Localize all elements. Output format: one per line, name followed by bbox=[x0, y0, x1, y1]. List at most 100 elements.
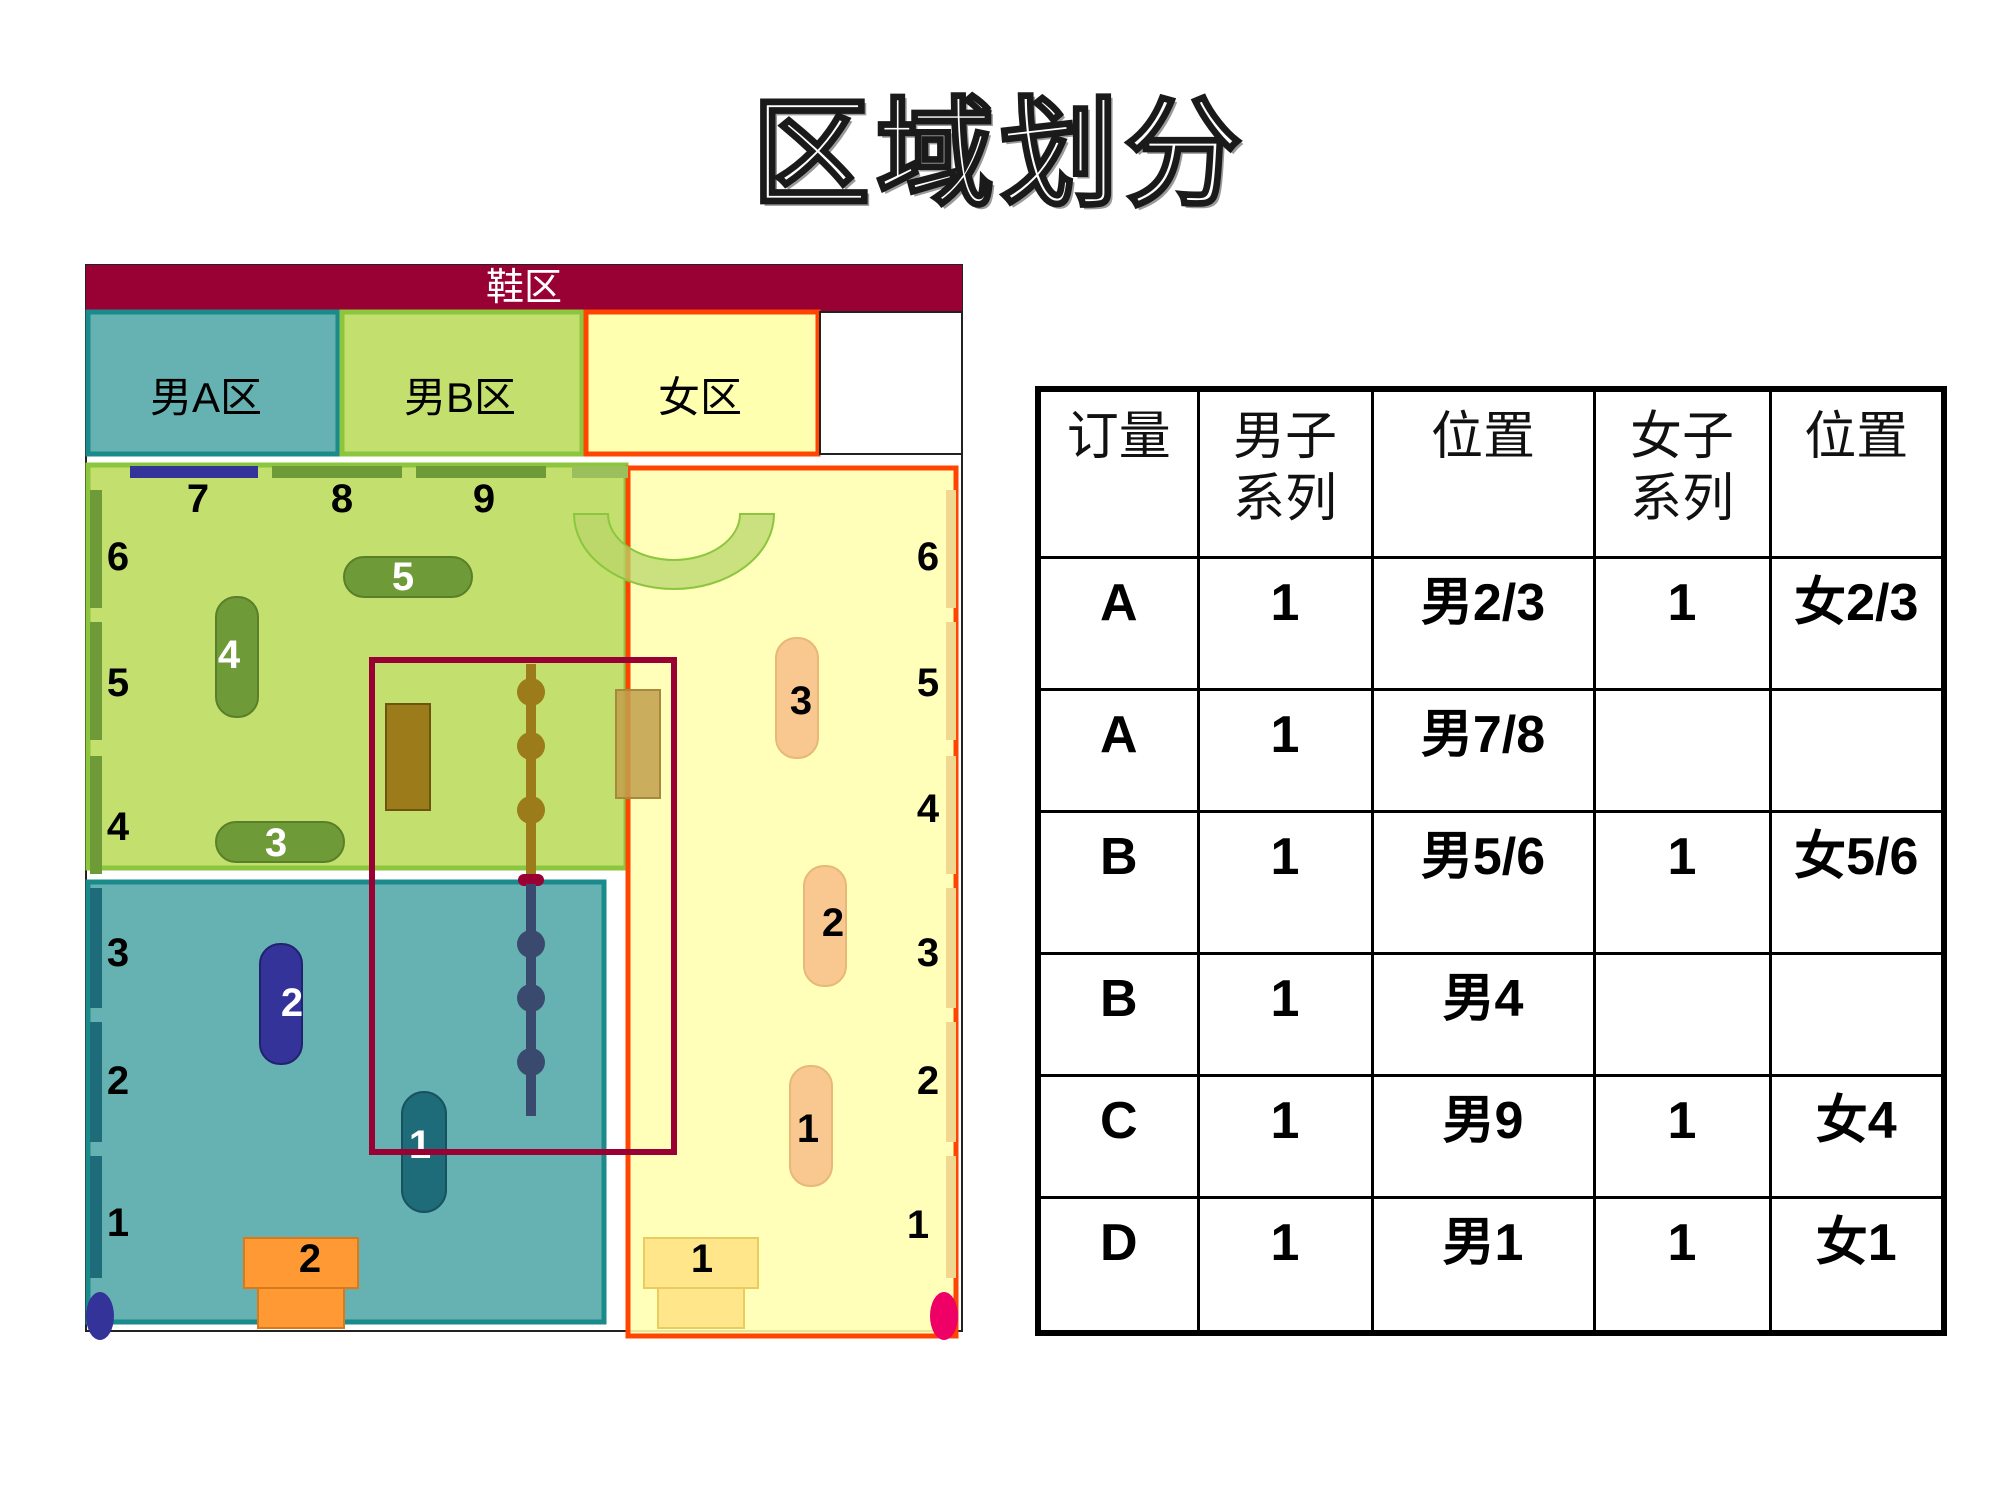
cell-grade: C bbox=[1036, 1073, 1200, 1199]
cell-men-position: 男5/6 bbox=[1370, 809, 1596, 955]
women-table-1 bbox=[789, 1065, 833, 1187]
cell-grade: B bbox=[1036, 951, 1200, 1077]
men-a-zone-box bbox=[85, 309, 341, 457]
cell-grade: B bbox=[1036, 809, 1200, 955]
header-order-quantity: 订量 bbox=[1036, 387, 1200, 559]
cell-women-series: 1 bbox=[1592, 1195, 1772, 1335]
right-wall-number-6: 6 bbox=[917, 535, 939, 579]
men-a-table-1-label: 1 bbox=[409, 1123, 431, 1167]
top-wall-number-7: 7 bbox=[187, 477, 209, 521]
header-men-position: 位置 bbox=[1370, 387, 1596, 559]
left-wall-shelf-5 bbox=[90, 622, 102, 740]
rack-junction bbox=[518, 874, 544, 886]
order-table-container: 订量 男子 系列 位置 女子 系列 位置 A 1 男2/3 1 女2/3 A 1… bbox=[1035, 386, 1947, 1336]
men-b-table-5 bbox=[343, 556, 473, 598]
right-wall-number-3: 3 bbox=[917, 931, 939, 975]
table-header-row: 订量 男子 系列 位置 女子 系列 位置 bbox=[1036, 387, 1946, 559]
left-wall-number-5: 5 bbox=[107, 661, 129, 705]
cell-men-position: 男2/3 bbox=[1370, 555, 1596, 691]
women-zone-area bbox=[625, 465, 959, 1339]
cell-women-position: 女1 bbox=[1768, 1195, 1946, 1335]
women-zone-box bbox=[583, 309, 821, 457]
rack-hook bbox=[517, 796, 545, 824]
cell-men-position: 男1 bbox=[1370, 1195, 1596, 1335]
left-wall-shelf-2 bbox=[90, 1022, 102, 1142]
table-row: C 1 男9 1 女4 bbox=[1036, 1073, 1946, 1199]
cell-men-series: 1 bbox=[1196, 951, 1374, 1077]
right-wall-number-4: 4 bbox=[917, 787, 940, 831]
pink-entrance-dot bbox=[930, 1292, 958, 1340]
top-wall-number-9: 9 bbox=[473, 477, 495, 521]
men-b-zone-area bbox=[85, 462, 629, 871]
right-wall-shelf-2 bbox=[946, 1022, 956, 1142]
blank-zone-box bbox=[819, 311, 963, 455]
cell-men-series: 1 bbox=[1196, 1073, 1374, 1199]
cell-women-series bbox=[1592, 951, 1772, 1077]
left-wall-shelf-1 bbox=[90, 1156, 102, 1278]
rack-hook bbox=[517, 930, 545, 958]
header-women-series: 女子 系列 bbox=[1592, 387, 1772, 559]
cell-men-series: 1 bbox=[1196, 1195, 1374, 1335]
women-entrance-counter-base bbox=[657, 1287, 745, 1329]
cell-women-series bbox=[1592, 687, 1772, 813]
cell-women-series: 1 bbox=[1592, 809, 1772, 955]
right-wall-shelf-3 bbox=[946, 888, 956, 1008]
header-men-series: 男子 系列 bbox=[1196, 387, 1374, 559]
cell-women-position bbox=[1768, 687, 1946, 813]
men-b-table-3-label: 3 bbox=[265, 821, 287, 865]
shoe-area-band bbox=[86, 265, 962, 311]
cell-men-series: 1 bbox=[1196, 555, 1374, 691]
cell-men-position: 男9 bbox=[1370, 1073, 1596, 1199]
men-entrance-counter bbox=[243, 1237, 359, 1289]
top-wall-number-8: 8 bbox=[331, 477, 353, 521]
cell-grade: A bbox=[1036, 687, 1200, 813]
left-wall-shelf-3 bbox=[90, 888, 102, 1008]
right-wall-shelf-4 bbox=[946, 756, 956, 874]
table-row: A 1 男7/8 bbox=[1036, 687, 1946, 813]
right-wall-shelf-1 bbox=[946, 1156, 956, 1278]
men-entrance-counter-base bbox=[257, 1287, 345, 1329]
right-wall-number-2: 2 bbox=[917, 1059, 939, 1103]
header-women-position: 位置 bbox=[1768, 387, 1946, 559]
shoe-area-label: 鞋区 bbox=[486, 267, 562, 309]
men-b-table-4-label: 4 bbox=[218, 633, 241, 677]
rack-hook bbox=[517, 732, 545, 760]
right-wall-number-5: 5 bbox=[917, 661, 939, 705]
men-b-table-5-label: 5 bbox=[392, 555, 414, 599]
clothes-rack-icon bbox=[517, 664, 545, 1116]
table-row: B 1 男4 bbox=[1036, 951, 1946, 1077]
navy-entrance-dot bbox=[86, 1292, 114, 1340]
left-wall-number-3: 3 bbox=[107, 931, 129, 975]
table-row: A 1 男2/3 1 女2/3 bbox=[1036, 555, 1946, 691]
table-row: B 1 男5/6 1 女5/6 bbox=[1036, 809, 1946, 955]
men-a-table-2-label: 2 bbox=[281, 981, 303, 1025]
fitting-room-arc bbox=[572, 513, 776, 590]
left-wall-shelf-6 bbox=[90, 490, 102, 608]
cell-women-position: 女2/3 bbox=[1768, 555, 1946, 691]
top-wall-shelf-7 bbox=[130, 466, 258, 478]
cell-men-position: 男7/8 bbox=[1370, 687, 1596, 813]
cell-women-series: 1 bbox=[1592, 555, 1772, 691]
left-wall-number-2: 2 bbox=[107, 1059, 129, 1103]
rack-pole-upper bbox=[526, 664, 536, 880]
left-wall-number-6: 6 bbox=[107, 535, 129, 579]
cell-men-series: 1 bbox=[1196, 809, 1374, 955]
women-table-3 bbox=[775, 637, 819, 759]
top-wall-shelf-8 bbox=[272, 466, 402, 478]
rack-hook bbox=[517, 678, 545, 706]
right-wall-shelf-5 bbox=[946, 622, 956, 740]
cell-women-series: 1 bbox=[1592, 1073, 1772, 1199]
rack-hook bbox=[517, 1048, 545, 1076]
cell-grade: A bbox=[1036, 555, 1200, 691]
men-entrance-counter-label: 2 bbox=[299, 1237, 321, 1281]
left-wall-shelf-4 bbox=[90, 756, 102, 874]
order-allocation-table: 订量 男子 系列 位置 女子 系列 位置 A 1 男2/3 1 女2/3 A 1… bbox=[1035, 386, 1947, 1336]
women-entrance-counter-label: 1 bbox=[691, 1237, 713, 1281]
right-wall-shelf-6 bbox=[946, 490, 956, 608]
women-table-3-label: 3 bbox=[790, 679, 812, 723]
rack-hook bbox=[517, 984, 545, 1012]
men-a-table-2 bbox=[259, 943, 303, 1065]
table-row: D 1 男1 1 女1 bbox=[1036, 1195, 1946, 1335]
top-wall-shelf-extra bbox=[572, 466, 628, 478]
men-b-zone-label: 男B区 bbox=[404, 374, 516, 421]
